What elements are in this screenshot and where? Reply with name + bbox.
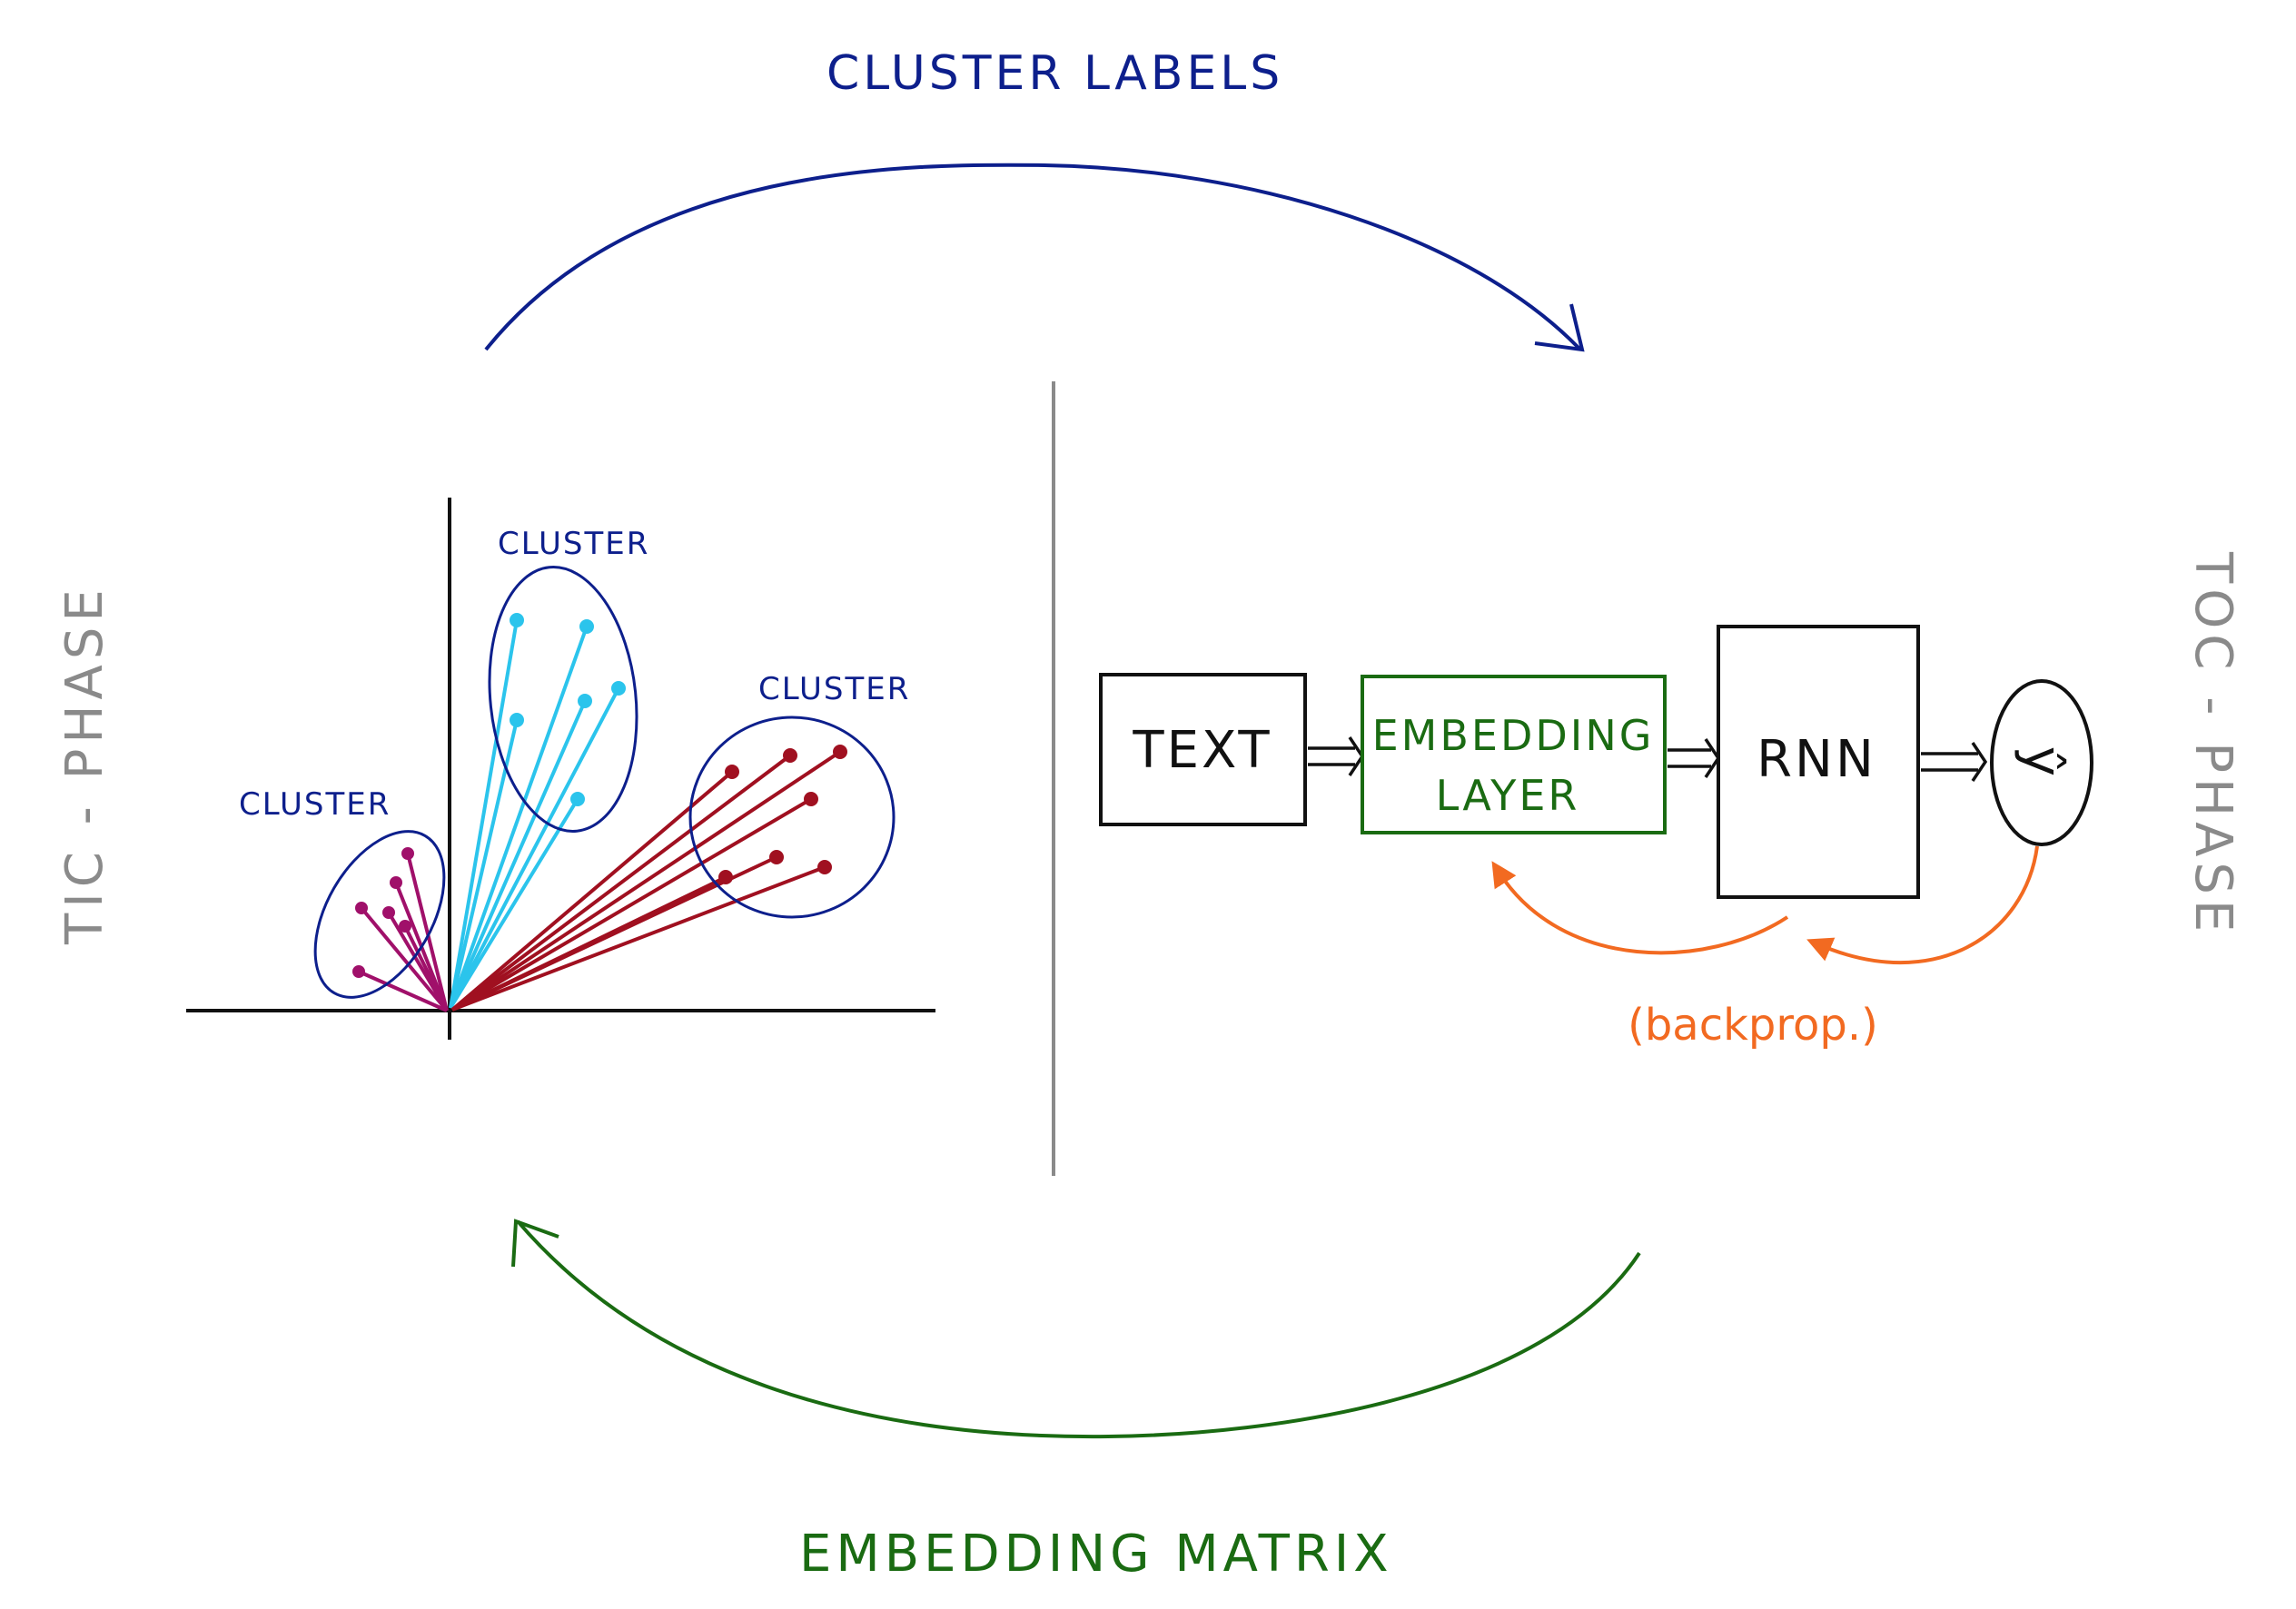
rnn-box [1717, 625, 1920, 899]
output-circle [1990, 679, 2093, 846]
backprop-arrow-output [1806, 845, 2039, 965]
bottom-arc-arrow [516, 1219, 1641, 1439]
top-arrow-label: CLUSTER LABELS [826, 46, 1283, 101]
embedding-layer-label-2: LAYER [1436, 771, 1580, 820]
text-box [1099, 673, 1307, 826]
tic-phase-label: TIC - PHASE [55, 584, 114, 945]
bottom-arc-arrowhead [511, 1219, 559, 1268]
top-arc-arrowhead [1534, 303, 1585, 352]
magenta-vectors [352, 847, 449, 1012]
cluster-label-top: CLUSTER [498, 526, 649, 562]
crimson-vectors [450, 745, 847, 1012]
top-arc-arrow [484, 163, 1582, 351]
embedding-layer-box [1361, 675, 1667, 834]
toc-phase-label: TOC - PHASE [2183, 551, 2242, 937]
double-arrow-3 [1921, 742, 1988, 782]
rnn-box-label: RNN [1757, 730, 1876, 789]
backprop-arrow-rnn [1491, 861, 1789, 955]
double-arrow-1 [1308, 736, 1365, 776]
cluster-ellipse-top [488, 566, 638, 833]
cyan-vectors [449, 613, 626, 1010]
embedding-layer-label-1: EMBEDDING [1372, 711, 1655, 760]
cluster-ellipse-left [313, 830, 446, 999]
bottom-arrow-label: EMBEDDING MATRIX [799, 1525, 1393, 1584]
cluster-ellipse-right [688, 716, 896, 919]
double-arrow-2 [1668, 738, 1721, 778]
cluster-label-right: CLUSTER [758, 671, 910, 707]
cluster-label-left: CLUSTER [239, 786, 391, 823]
backprop-label: (backprop.) [1628, 1000, 1878, 1051]
output-label: ŷ [2013, 746, 2072, 779]
text-box-label: TEXT [1132, 721, 1272, 780]
